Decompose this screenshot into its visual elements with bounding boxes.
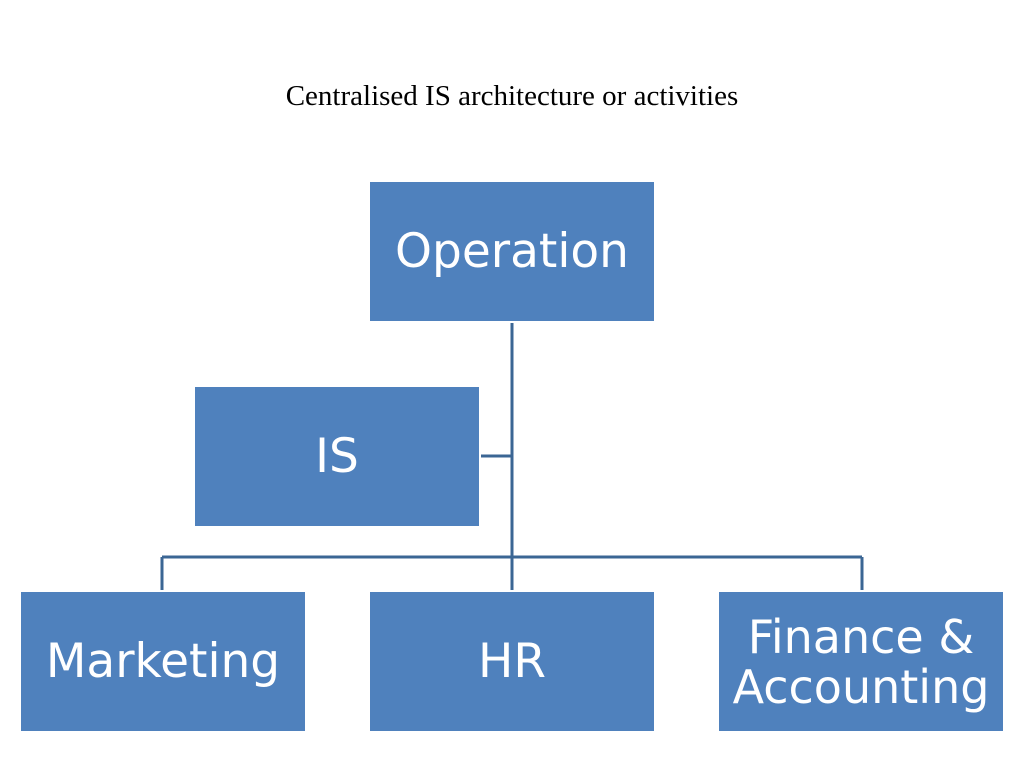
node-marketing: Marketing — [19, 590, 307, 733]
node-finance-accounting: Finance & Accounting — [717, 590, 1005, 733]
node-is: IS — [193, 385, 481, 528]
node-hr: HR — [368, 590, 656, 733]
node-operation: Operation — [368, 180, 656, 323]
node-finance-accounting-label: Finance & Accounting — [732, 609, 990, 714]
node-is-label: IS — [315, 428, 359, 484]
node-operation-label: Operation — [395, 223, 629, 279]
node-hr-label: HR — [478, 633, 546, 689]
slide-title: Centralised IS architecture or activitie… — [285, 80, 739, 112]
node-marketing-label: Marketing — [45, 633, 281, 689]
